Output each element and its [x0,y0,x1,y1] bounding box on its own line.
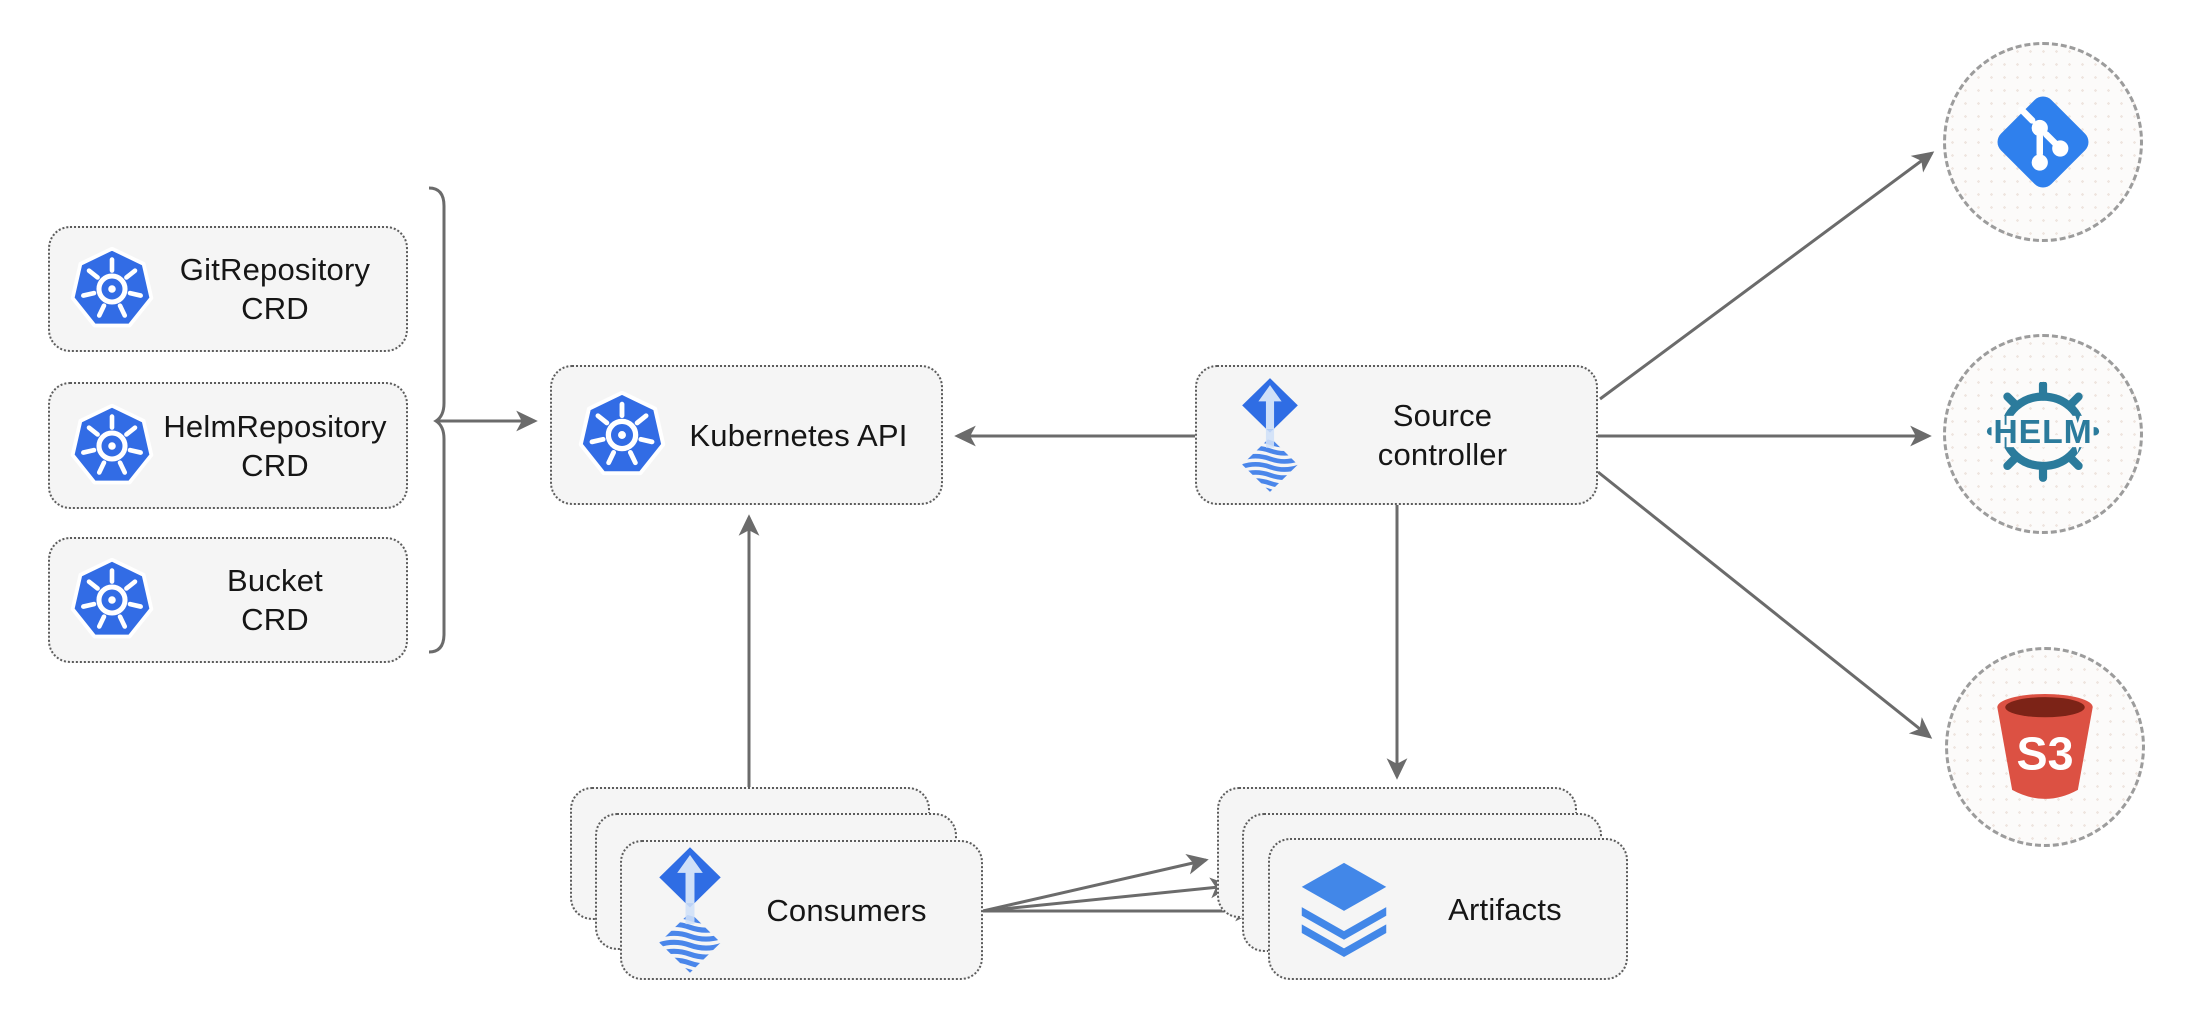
layers-icon [1294,861,1394,957]
node-gitrepository-crd: GitRepository CRD [48,226,408,352]
helm-icon: HELM [1986,382,2100,482]
arrow-consumers-to-artifacts-2 [982,877,1232,913]
kubernetes-icon [578,391,666,479]
endpoint-s3: S3 [1945,647,2145,847]
git-icon [1989,88,2097,196]
endpoint-git [1943,42,2143,242]
node-label: Consumers [722,891,981,930]
endpoint-helm: HELM [1943,334,2143,534]
label-line: Source [1392,398,1493,433]
label-line: Kubernetes API [689,417,908,453]
node-label: Kubernetes API [666,416,941,455]
kubernetes-icon [70,247,154,331]
node-label: Artifacts [1394,890,1626,929]
label-line: Artifacts [1448,891,1562,927]
label-line: controller [1377,437,1508,472]
crd-bracket [428,186,446,654]
arrow-source-controller-to-s3 [1597,470,1933,739]
flux-icon [658,846,722,974]
kubernetes-icon [70,404,154,488]
s3-bucket-icon: S3 [1997,693,2093,799]
s3-wordmark: S3 [2016,727,2073,779]
flux-icon [1241,377,1299,493]
node-bucket-crd: Bucket CRD [48,537,408,663]
label-line: Consumers [766,892,927,928]
node-label: Source controller [1299,396,1596,474]
label-line: GitRepository [179,252,371,287]
node-label: GitRepository CRD [154,250,406,328]
label-line: Bucket [227,563,323,598]
node-label: Bucket CRD [154,561,406,639]
node-label: HelmRepository CRD [154,407,406,485]
node-consumers: Consumers [620,840,983,980]
helm-wordmark: HELM [1993,413,2092,451]
label-line: HelmRepository [163,408,387,444]
label-line: CRD [241,291,309,326]
label-line: CRD [241,447,309,483]
arrow-consumers-to-artifacts-1 [982,854,1209,913]
node-artifacts: Artifacts [1268,838,1628,980]
arrow-source-controller-to-git [1599,151,1935,401]
label-line: CRD [241,602,309,637]
node-helmrepository-crd: HelmRepository CRD [48,382,408,509]
node-kubernetes-api: Kubernetes API [550,365,943,505]
kubernetes-icon [70,558,154,642]
node-source-controller: Source controller [1195,365,1598,505]
